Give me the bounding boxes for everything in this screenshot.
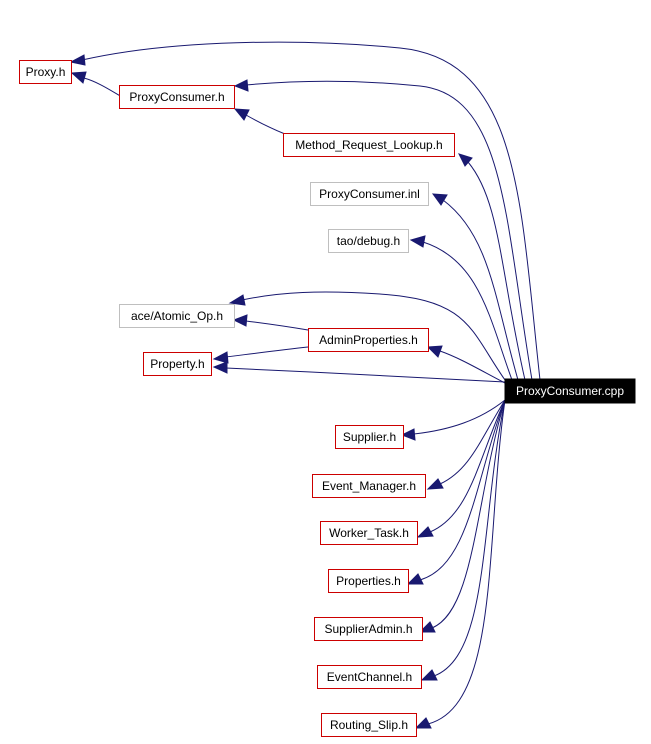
edge-arrow-proxyconsumer-h <box>233 79 249 92</box>
edge-arrow-proxy-h <box>69 54 86 66</box>
node-label: ProxyConsumer.h <box>129 90 224 104</box>
node-label: Routing_Slip.h <box>330 718 408 732</box>
edge-arrow-proxyconsumer-proxy <box>70 71 87 84</box>
node-proxy-h[interactable]: Proxy.h <box>19 60 72 84</box>
edge-arrow-admin-atomic-op <box>232 314 248 327</box>
edge-root-property <box>225 367 506 383</box>
edge-arrow-worker-task <box>416 526 434 538</box>
node-supplieradmin-h[interactable]: SupplierAdmin.h <box>314 617 423 641</box>
node-ace-atomic-op-h[interactable]: ace/Atomic_Op.h <box>119 304 235 328</box>
node-label: Property.h <box>150 357 204 371</box>
edge-proxyconsumer-proxy <box>83 77 123 98</box>
edge-admin-atomic-op <box>245 320 309 331</box>
node-properties-h[interactable]: Properties.h <box>328 569 409 593</box>
node-supplier-h[interactable]: Supplier.h <box>335 425 404 449</box>
node-label: tao/debug.h <box>337 234 400 248</box>
root-node-label: ProxyConsumer.cpp <box>516 384 624 398</box>
node-label: AdminProperties.h <box>319 333 418 347</box>
edge-arrow-adminproperties <box>426 345 443 358</box>
node-routing-slip-h[interactable]: Routing_Slip.h <box>321 713 417 737</box>
node-eventchannel-h[interactable]: EventChannel.h <box>317 665 422 689</box>
node-label: Properties.h <box>336 574 401 588</box>
edge-arrow-admin-property <box>212 351 229 364</box>
node-method-request-lookup-h[interactable]: Method_Request_Lookup.h <box>283 133 455 157</box>
edge-root-supplier <box>413 399 506 435</box>
node-worker-task-h[interactable]: Worker_Task.h <box>320 521 418 545</box>
node-tao-debug-h[interactable]: tao/debug.h <box>328 229 409 253</box>
node-event-manager-h[interactable]: Event_Manager.h <box>312 474 426 498</box>
edge-root-proxy-h <box>81 41 541 381</box>
edge-root-event-manager <box>439 399 506 485</box>
edge-arrow-property <box>212 361 228 374</box>
edge-method-proxyconsumer <box>245 114 286 135</box>
edge-arrow-tao-debug <box>409 235 426 248</box>
node-root-proxyconsumer-cpp[interactable]: ProxyConsumer.cpp <box>504 378 636 404</box>
edge-arrow-eventchannel <box>420 669 438 681</box>
node-adminproperties-h[interactable]: AdminProperties.h <box>308 328 429 352</box>
edge-root-routing-slip <box>427 399 506 725</box>
node-proxyconsumer-inl[interactable]: ProxyConsumer.inl <box>310 182 429 206</box>
edge-root-adminproperties <box>439 350 506 384</box>
node-property-h[interactable]: Property.h <box>143 352 212 376</box>
node-label: Supplier.h <box>343 430 396 444</box>
node-label: ProxyConsumer.inl <box>319 187 420 201</box>
nodes: Proxy.h ProxyConsumer.h Method_Request_L… <box>19 60 636 737</box>
node-label: Method_Request_Lookup.h <box>295 138 442 152</box>
edge-root-worker-task <box>429 399 506 533</box>
edge-arrow-event-manager <box>426 478 444 490</box>
node-label: Proxy.h <box>26 65 66 79</box>
edge-root-tao-debug <box>422 241 513 381</box>
edge-arrow-proxyconsumer-inl <box>431 193 448 206</box>
edge-root-atomic-op <box>241 291 506 381</box>
edge-arrow-supplieradmin <box>418 621 436 633</box>
edge-arrow-properties <box>406 573 424 585</box>
edge-arrow-atomic-op <box>228 294 246 306</box>
edge-root-proxyconsumer-h <box>245 80 533 381</box>
edge-arrow-supplier <box>400 428 416 441</box>
node-proxyconsumer-h[interactable]: ProxyConsumer.h <box>119 85 235 109</box>
edges <box>69 41 541 729</box>
edge-arrow-method-request-lookup <box>458 153 473 167</box>
edge-root-properties <box>419 399 506 581</box>
edge-root-supplieradmin <box>431 399 506 629</box>
edge-admin-property <box>225 346 309 358</box>
node-label: EventChannel.h <box>327 670 412 684</box>
edge-root-proxyconsumer-inl <box>442 199 519 381</box>
node-label: Event_Manager.h <box>322 479 416 493</box>
edge-root-eventchannel <box>433 399 506 677</box>
edge-arrow-routing-slip <box>414 717 432 729</box>
node-label: SupplierAdmin.h <box>324 622 412 636</box>
edge-root-method-request-lookup <box>467 161 526 381</box>
edge-arrow-method-proxyconsumer <box>233 108 250 121</box>
node-label: Worker_Task.h <box>329 526 409 540</box>
node-label: ace/Atomic_Op.h <box>131 309 223 323</box>
